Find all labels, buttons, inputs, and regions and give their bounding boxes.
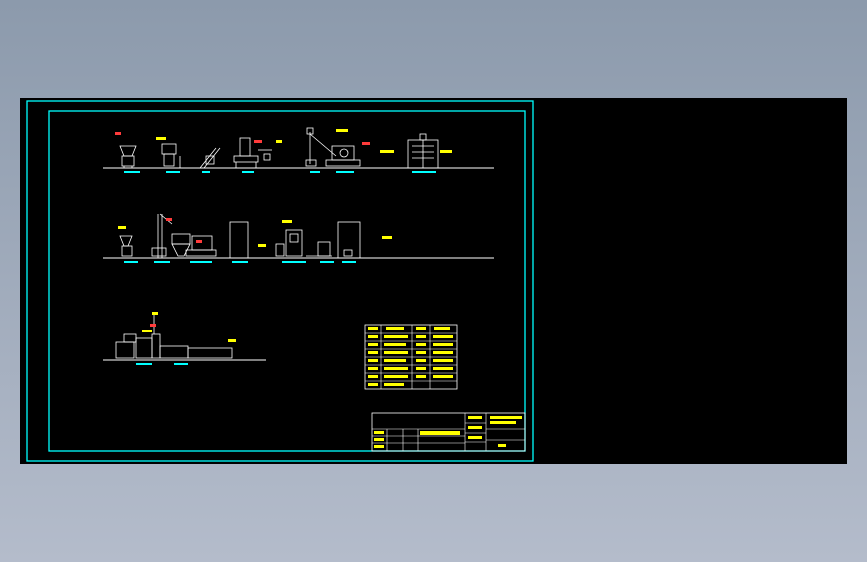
outer-drawing-frame — [26, 100, 534, 462]
process-row-3 — [103, 312, 266, 365]
equipment-blender[interactable] — [185, 235, 217, 257]
row-3-markers — [136, 312, 236, 365]
equipment-packaging-line[interactable] — [115, 312, 233, 359]
equipment-tablet-press[interactable] — [275, 229, 303, 257]
title-block — [371, 412, 526, 452]
equipment-mixer[interactable] — [119, 145, 137, 168]
process-row-2 — [103, 213, 494, 263]
row-2-markers — [118, 218, 392, 263]
equipment-drying-oven[interactable] — [407, 133, 439, 169]
equipment-screen[interactable] — [119, 235, 133, 257]
equipment-kneader[interactable] — [325, 145, 361, 167]
drawing-canvas[interactable] — [20, 98, 847, 464]
process-row-1 — [103, 127, 494, 173]
equipment-list-table — [364, 324, 458, 390]
equipment-coater[interactable] — [306, 241, 332, 257]
row-1-markers — [115, 129, 452, 173]
equipment-cyclone[interactable] — [171, 233, 191, 257]
equipment-feeder[interactable] — [161, 143, 181, 168]
inner-drawing-frame — [48, 110, 526, 452]
title-block-drawing-title — [420, 431, 460, 435]
equipment-screw-conveyor[interactable] — [199, 147, 221, 169]
equipment-press[interactable] — [233, 137, 272, 168]
equipment-packing-machine[interactable] — [337, 221, 361, 259]
equipment-storage-bin[interactable] — [229, 221, 249, 259]
